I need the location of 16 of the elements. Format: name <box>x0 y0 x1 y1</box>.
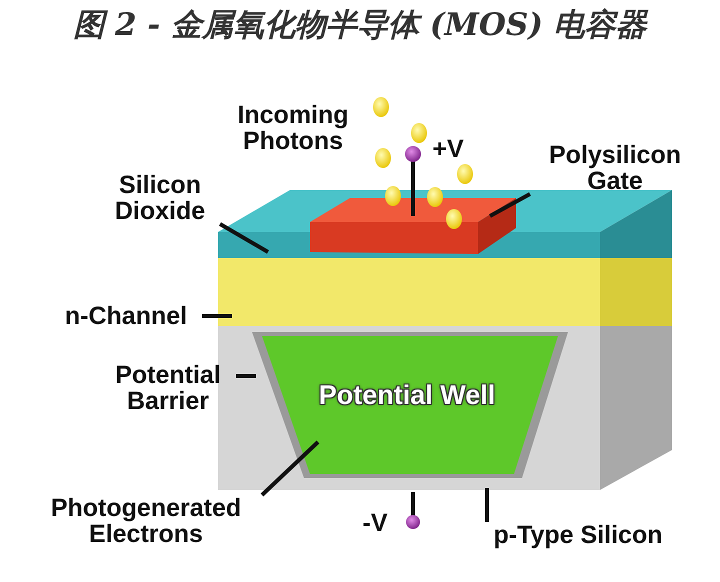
voltage-label: -V <box>362 510 388 536</box>
photons-label: Incoming Photons <box>236 102 350 154</box>
leader-line <box>489 192 531 218</box>
leader-line <box>485 488 489 522</box>
figure-title: 图 2 - 金属氧化物半导体 (MOS) 电容器 <box>72 6 650 45</box>
part-label: Polysilicon Gate <box>530 142 700 194</box>
part-label: Potential Barrier <box>100 362 236 414</box>
part-label: Silicon Dioxide <box>100 172 220 224</box>
part-label: Photogenerated Electrons <box>30 495 262 547</box>
part-label: n-Channel <box>50 303 202 329</box>
part-label: p-Type Silicon <box>478 522 678 548</box>
leader-line <box>202 314 232 318</box>
voltage-label: +V <box>431 136 465 162</box>
well-label: Potential Well <box>318 382 496 409</box>
leader-line <box>260 440 320 496</box>
leader-line <box>236 374 256 378</box>
